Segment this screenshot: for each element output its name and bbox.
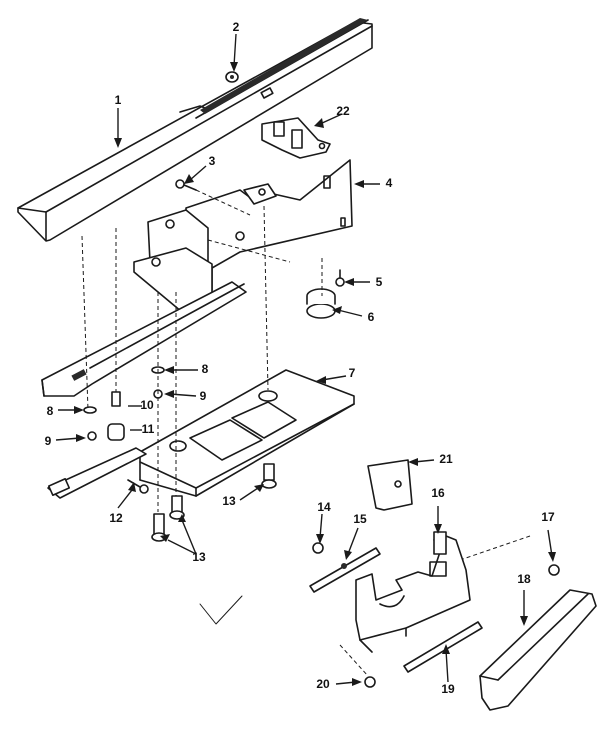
callout-20: 20 (316, 677, 330, 691)
part-14-screw (312, 542, 324, 554)
callout-3: 3 (209, 154, 216, 168)
part-4-frame (41, 159, 353, 397)
callout-15: 15 (353, 512, 367, 526)
callout-12: 12 (109, 511, 123, 525)
callout-10: 10 (140, 398, 154, 412)
callout-2: 2 (233, 20, 240, 34)
callout-21: 21 (439, 452, 453, 466)
part-21-plate (367, 459, 413, 511)
callout-9-left: 9 (45, 434, 52, 448)
part-16-housing (355, 531, 471, 653)
part-6-knob (306, 288, 336, 319)
callout-9-center: 9 (200, 389, 207, 403)
part-22-bracket (261, 117, 331, 159)
part-5-screw (335, 269, 345, 287)
check-mark-icon (199, 595, 243, 625)
part-15-strip (309, 547, 381, 593)
callout-13-right: 13 (222, 494, 236, 508)
callout-6: 6 (368, 310, 375, 324)
callout-8-center: 8 (202, 362, 209, 376)
hardware-left (83, 391, 125, 441)
callout-14: 14 (317, 500, 331, 514)
callout-5: 5 (376, 275, 383, 289)
leader-lines (55, 33, 556, 686)
callout-8-left: 8 (47, 404, 54, 418)
callout-22: 22 (336, 104, 350, 118)
callout-labels: 1 2 3 4 5 6 7 8 8 9 9 10 11 12 13 13 14 … (45, 20, 555, 696)
part-17-screw (548, 564, 560, 576)
part-7-tray (47, 369, 355, 499)
callout-4: 4 (386, 176, 393, 190)
callout-18: 18 (517, 572, 531, 586)
part-18-end-cap (479, 589, 597, 711)
callout-1: 1 (115, 93, 122, 107)
callout-19: 19 (441, 682, 455, 696)
part-19-rod (403, 621, 483, 673)
callout-7: 7 (349, 366, 356, 380)
part-2-clip (225, 71, 239, 83)
callout-17: 17 (541, 510, 555, 524)
part-1-trim-strip (17, 18, 373, 242)
callout-11: 11 (142, 422, 155, 436)
callout-16: 16 (431, 486, 445, 500)
callout-13-bottom: 13 (192, 550, 206, 564)
part-20-screw (364, 676, 376, 688)
